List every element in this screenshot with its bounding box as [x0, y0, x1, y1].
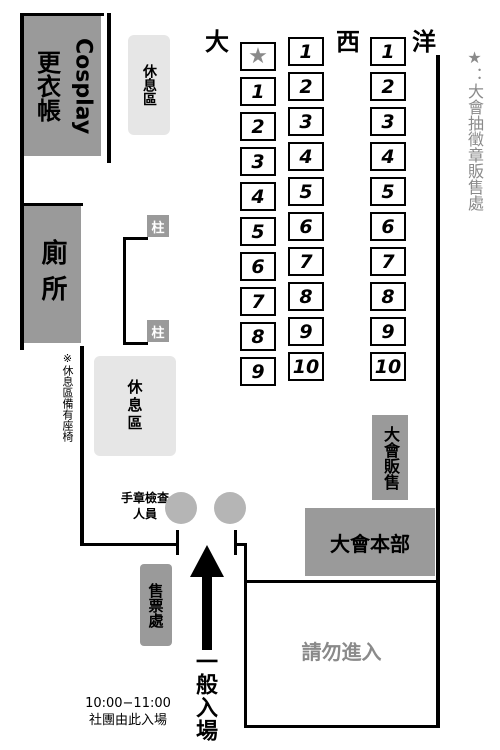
title-char-da: 大: [205, 28, 229, 56]
wall-entry-left: [80, 543, 178, 546]
gate-right: [234, 530, 237, 555]
booth: 7: [240, 287, 276, 316]
rest-area-top-label: 休息區: [141, 64, 157, 106]
booth: 6: [240, 252, 276, 281]
rest-area-note: ※休息區備有座椅: [61, 352, 74, 442]
booth: 8: [240, 322, 276, 351]
toilet-label: 廁所: [37, 238, 67, 311]
wall-lower-left: [80, 346, 84, 546]
booth: 4: [240, 182, 276, 211]
booth: 1: [240, 77, 276, 106]
cosplay-room-label: 更衣帳: [32, 50, 61, 122]
wall-top-left: [20, 13, 104, 16]
booth: 6: [370, 212, 406, 241]
booth: 3: [240, 147, 276, 176]
ticket-booth: 售票處: [140, 564, 172, 646]
booth: 8: [370, 282, 406, 311]
booth: 9: [370, 317, 406, 346]
toilet: 廁所: [24, 206, 81, 343]
booth: 1: [288, 37, 324, 66]
booth: 4: [370, 142, 406, 171]
booth: 3: [288, 107, 324, 136]
booth: 5: [370, 177, 406, 206]
booth: 2: [240, 112, 276, 141]
booth-star: ★: [240, 42, 276, 71]
stamp-check-label: 手章檢查 人員: [100, 490, 190, 522]
gate-left: [176, 530, 179, 555]
booth: 7: [370, 247, 406, 276]
pillar-bottom: 柱: [147, 320, 169, 342]
stamp-check-line1: 手章檢查: [120, 491, 169, 505]
booth: 6: [288, 212, 324, 241]
club-entry-note: 10:00−11:00 社團由此入場: [68, 695, 188, 729]
booth: 5: [240, 217, 276, 246]
wall-restricted-top: [244, 580, 440, 583]
wall-right: [436, 55, 440, 728]
pillar-bracket-bottom: [123, 342, 148, 345]
club-entry-time: 10:00−11:00: [85, 696, 171, 711]
booth: 3: [370, 107, 406, 136]
no-entry-label: 請勿進入: [301, 640, 382, 664]
club-entry-text: 社團由此入場: [88, 713, 167, 728]
stamp-checker-2: [214, 492, 246, 524]
headquarters: 大會本部: [305, 508, 435, 576]
wall-left: [20, 13, 24, 350]
sales-booth: 大會販售: [372, 415, 408, 500]
star-legend: ★：大會抽徵章販售處: [462, 48, 486, 211]
stamp-checker-1: [165, 492, 197, 524]
booth: 2: [370, 72, 406, 101]
wall-entry-right: [234, 543, 246, 546]
entry-arrow-icon: [190, 545, 224, 650]
pillar-top: 柱: [147, 215, 169, 237]
cosplay-room-sublabel: Cosplay: [70, 37, 96, 135]
booth: 10: [288, 352, 324, 381]
star-legend-text: ：大會抽徵章販售處: [465, 67, 484, 211]
title-char-yang: 洋: [412, 28, 436, 56]
booth: 7: [288, 247, 324, 276]
wall-restricted-bottom: [244, 725, 440, 728]
booth: 9: [288, 317, 324, 346]
pillar-bracket-top: [123, 237, 148, 240]
booth: 5: [288, 177, 324, 206]
rest-area-top: 休息區: [128, 35, 170, 135]
rest-area-middle: 休息區: [94, 356, 176, 456]
booth: 9: [240, 357, 276, 386]
title-char-xi: 西: [336, 28, 360, 56]
pillar-bracket-wall: [123, 237, 126, 345]
booth: 4: [288, 142, 324, 171]
star-icon: ★: [465, 48, 484, 67]
toilet-wall-top: [20, 203, 83, 206]
general-entry-label: 一般入場: [192, 650, 217, 742]
booth: 8: [288, 282, 324, 311]
booth: 10: [370, 352, 406, 381]
booth: 1: [370, 37, 406, 66]
headquarters-label: 大會本部: [330, 531, 410, 556]
wall-inner-divider: [107, 13, 111, 163]
rest-area-middle-label: 休息區: [125, 379, 144, 433]
cosplay-changing-room: 更衣帳 Cosplay: [24, 16, 101, 156]
stamp-check-line2: 人員: [132, 507, 157, 521]
booth: 2: [288, 72, 324, 101]
ticket-booth-label: 售票處: [146, 582, 165, 628]
wall-restricted-left: [244, 543, 247, 728]
sales-booth-label: 大會販售: [381, 425, 400, 490]
